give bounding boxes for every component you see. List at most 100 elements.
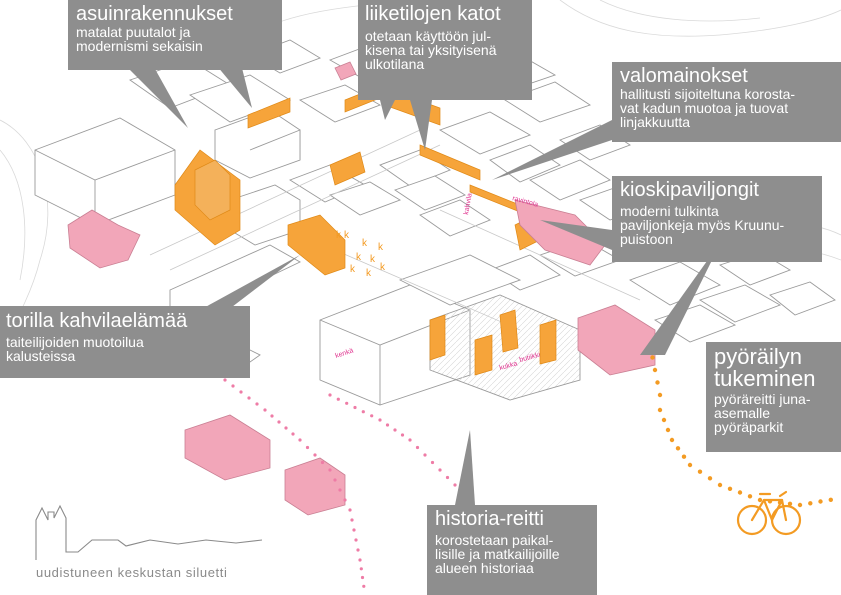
route-dot bbox=[336, 397, 340, 401]
callout-torilla: torilla kahvilaelämää taiteilijoiden muo… bbox=[0, 306, 250, 378]
callout-body: matalat puutalot ja modernismi sekaisin bbox=[76, 24, 203, 54]
route-dot bbox=[423, 453, 427, 457]
callout-title: torilla kahvilaelämää bbox=[6, 310, 188, 332]
callout-body: otetaan käyttöön jul- kisena tai yksityi… bbox=[365, 28, 497, 72]
route-dot bbox=[808, 501, 813, 506]
svg-text:k: k bbox=[350, 264, 356, 275]
market-k-letters: k k k k k k k k k bbox=[336, 230, 386, 279]
route-dot bbox=[415, 445, 420, 450]
svg-text:k: k bbox=[378, 242, 384, 253]
route-dot bbox=[298, 438, 302, 442]
callout-title: pyöräilyn tukeminen bbox=[714, 344, 816, 391]
callout-liiketilojen: liiketilojen katot otetaan käyttöön jul-… bbox=[358, 0, 532, 100]
sign-kukka: kukka bbox=[499, 360, 519, 372]
sign-kahvila: kahvila bbox=[463, 193, 474, 216]
route-dot bbox=[717, 482, 723, 488]
bicycle-icon bbox=[736, 490, 802, 536]
route-dot bbox=[818, 499, 823, 504]
route-dot bbox=[650, 355, 655, 360]
route-dot bbox=[661, 417, 667, 423]
route-dot bbox=[328, 468, 332, 472]
route-dot bbox=[348, 508, 352, 512]
route-dot bbox=[687, 462, 693, 468]
route-dot bbox=[757, 497, 763, 503]
route-dot bbox=[408, 438, 412, 442]
route-dot bbox=[361, 410, 365, 414]
route-dot bbox=[263, 408, 267, 412]
route-dot bbox=[343, 498, 347, 502]
svg-text:k: k bbox=[344, 230, 350, 241]
route-dot bbox=[385, 423, 390, 427]
callout-body: hallitusti sijoiteltuna korosta- vat kad… bbox=[620, 86, 796, 130]
svg-text:k: k bbox=[356, 252, 362, 263]
route-dot bbox=[797, 502, 803, 508]
route-dot bbox=[393, 428, 397, 432]
callout-title: historia-reitti bbox=[435, 508, 544, 530]
callout-body: pyöräreitti juna- asemalle pyöräparkit bbox=[714, 391, 811, 435]
callout-valomainokset: valomainokset hallitusti sijoiteltuna ko… bbox=[612, 62, 841, 142]
route-dot bbox=[787, 501, 793, 506]
route-dot bbox=[255, 402, 259, 406]
route-dot bbox=[313, 453, 317, 457]
route-dot bbox=[370, 414, 374, 418]
cycle-route bbox=[650, 355, 833, 508]
route-dot bbox=[362, 584, 366, 588]
route-dot bbox=[747, 494, 753, 499]
route-dot bbox=[657, 392, 663, 398]
route-dot bbox=[675, 446, 681, 451]
route-dot bbox=[353, 405, 357, 410]
callout-body: moderni tulkinta paviljonkeja myös Kruun… bbox=[620, 203, 785, 247]
church-silhouette-icon bbox=[35, 504, 263, 560]
route-dot bbox=[305, 445, 310, 450]
route-dot bbox=[354, 538, 358, 542]
route-dot bbox=[737, 490, 743, 495]
callout-body: korostetaan paikal- lisille ja matkailij… bbox=[435, 532, 560, 576]
route-dot bbox=[445, 475, 450, 480]
route-dot bbox=[352, 528, 356, 532]
route-dot bbox=[239, 390, 243, 394]
callout-title: valomainokset bbox=[620, 65, 748, 87]
route-dot bbox=[652, 367, 658, 373]
route-dot bbox=[270, 414, 274, 418]
route-dot bbox=[430, 460, 435, 465]
route-dot bbox=[231, 384, 235, 388]
svg-text:k: k bbox=[380, 262, 386, 273]
svg-text:k: k bbox=[336, 230, 342, 241]
svg-text:k: k bbox=[370, 254, 376, 265]
route-dot bbox=[669, 437, 675, 443]
route-dot bbox=[655, 380, 660, 385]
route-dot bbox=[707, 476, 713, 481]
route-dot bbox=[277, 420, 281, 424]
callout-asuinrakennukset: asuinrakennukset matalat puutalot ja mod… bbox=[68, 0, 282, 70]
svg-text:k: k bbox=[362, 238, 368, 249]
route-dot bbox=[291, 432, 295, 436]
route-dot bbox=[247, 396, 251, 400]
route-dot bbox=[356, 548, 360, 552]
silhouette-caption: uudistuneen keskustan siluetti bbox=[36, 565, 228, 580]
callout-pyoraily: pyöräilyn tukeminen pyöräreitti juna- as… bbox=[706, 342, 841, 452]
route-dot bbox=[358, 558, 362, 562]
route-dot bbox=[657, 407, 663, 413]
callout-kioskipaviljongit: kioskipaviljongit moderni tulkinta pavil… bbox=[612, 176, 822, 262]
route-dot bbox=[320, 460, 325, 465]
route-dot bbox=[400, 433, 405, 437]
route-dot bbox=[438, 468, 442, 472]
callout-title: liiketilojen katot bbox=[365, 3, 501, 25]
route-dot bbox=[697, 469, 703, 474]
route-dot bbox=[681, 454, 687, 459]
pink-buildings bbox=[67, 61, 656, 516]
callout-historia: historia-reitti korostetaan paikal- lisi… bbox=[427, 505, 597, 595]
route-dot bbox=[828, 497, 833, 502]
route-dot bbox=[328, 393, 332, 397]
route-dot bbox=[223, 378, 227, 382]
route-dot bbox=[360, 575, 365, 580]
callout-pointers bbox=[120, 60, 722, 505]
callout-title: asuinrakennukset bbox=[76, 3, 233, 25]
route-dot bbox=[345, 401, 349, 405]
route-dot bbox=[453, 483, 457, 487]
callout-title: kioskipaviljongit bbox=[620, 179, 759, 201]
route-dot bbox=[359, 567, 363, 571]
route-dot bbox=[284, 426, 288, 430]
